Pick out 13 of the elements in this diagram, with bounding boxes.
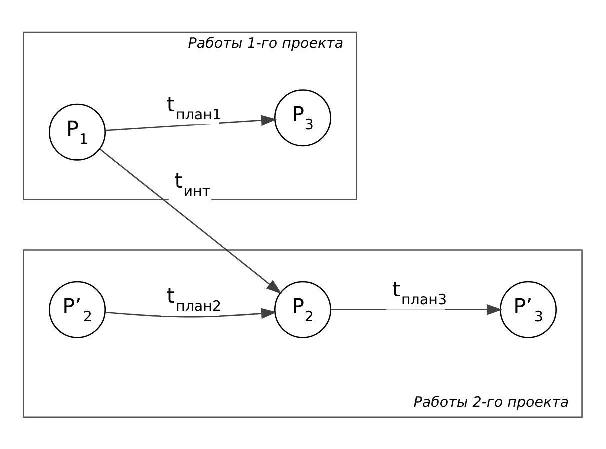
- edge-label: t$_{план3}$: [392, 277, 448, 308]
- edge-label: t$_{план2}$: [166, 284, 222, 315]
- edge-label: t$_{план1}$: [166, 92, 222, 123]
- arrow: [105, 308, 277, 319]
- arrow: [106, 114, 278, 131]
- node-circle: P$_{3}$: [274, 89, 332, 146]
- node-circle: P$_{1}$: [49, 103, 106, 160]
- node-circle: P’$_{3}$: [500, 280, 557, 338]
- node-circle: P$_{2}$: [274, 280, 332, 338]
- arrow: [100, 148, 282, 294]
- arrow: [331, 304, 503, 315]
- edge-label: t$_{инт}$: [174, 168, 211, 200]
- node-circle: P’$_{2}$: [49, 280, 106, 338]
